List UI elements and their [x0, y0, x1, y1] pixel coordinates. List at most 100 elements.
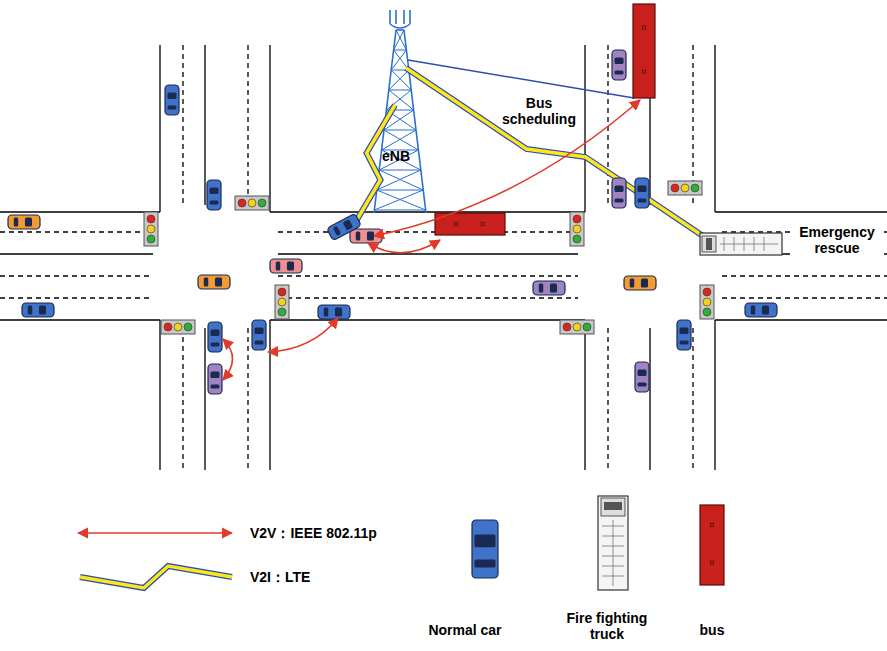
drawing-stroke: [377, 190, 423, 191]
drawing-stroke: [276, 262, 280, 271]
road-line: [270, 319, 585, 320]
legend-v2v-sample: [78, 532, 232, 534]
road-line: [269, 45, 270, 212]
road-line: [649, 328, 650, 470]
drawing-stroke: [395, 10, 397, 24]
drawing-stroke: [638, 370, 647, 377]
car-icon: [252, 320, 266, 350]
drawing-stroke: [208, 322, 222, 352]
road-line: [278, 231, 578, 232]
drawing-stroke: [204, 278, 208, 287]
drawing-stroke: [168, 105, 177, 109]
drawing-stroke: [211, 342, 220, 346]
drawing-stroke: [258, 199, 266, 207]
drawing-stroke: [539, 284, 543, 293]
drawing-stroke: [711, 561, 714, 564]
drawing-stroke: [390, 24, 410, 28]
drawing-stroke: [703, 288, 711, 296]
car-icon: [165, 85, 179, 115]
drawing-stroke: [327, 213, 362, 240]
drawing-stroke: [641, 279, 648, 288]
drawing-stroke: [252, 320, 266, 350]
drawing-stroke: [638, 198, 647, 202]
road-line: [584, 320, 585, 470]
drawing-stroke: [367, 232, 374, 241]
drawing-stroke: [601, 498, 625, 516]
car-icon: [207, 180, 221, 210]
drawing-stroke: [28, 306, 32, 315]
drawing-stroke: [389, 70, 409, 90]
road-line: [0, 231, 153, 232]
drawing-stroke: [287, 262, 294, 271]
drawing-stroke: [613, 520, 614, 586]
road-line: [182, 328, 183, 470]
drawing-stroke: [25, 218, 32, 227]
drawing-stroke: [161, 320, 195, 334]
car-icon: [635, 362, 649, 392]
road-line: [247, 328, 248, 470]
traffic-light: [161, 320, 195, 334]
drawing-stroke: [615, 198, 624, 202]
road-line: [278, 275, 578, 276]
annotation-label: Bus scheduling: [498, 95, 580, 127]
drawing-stroke: [396, 29, 404, 31]
drawing-stroke: [638, 382, 647, 386]
car-icon: [533, 281, 565, 295]
drawing-stroke: [720, 244, 778, 245]
drawing-stroke: [374, 210, 425, 211]
lte-link: [352, 105, 395, 228]
drawing-stroke: [394, 30, 404, 50]
road-line: [278, 297, 578, 298]
road-line: [159, 45, 160, 212]
drawing-stroke: [643, 70, 646, 73]
drawing-stroke: [384, 130, 418, 150]
drawing-stroke: [389, 10, 391, 24]
drawing-stroke: [630, 279, 634, 288]
road-lines: [0, 45, 887, 470]
drawing-stroke: [583, 323, 591, 331]
traffic-light: [275, 285, 289, 319]
drawing-stroke: [238, 199, 246, 207]
drawing-stroke: [409, 10, 411, 24]
car-icon: [208, 322, 222, 352]
bus-icon: [633, 4, 655, 98]
drawing-stroke: [638, 186, 647, 193]
traffic-light: [560, 320, 594, 334]
drawing-stroke: [633, 4, 655, 98]
drawing-stroke: [168, 93, 177, 100]
road-line: [247, 45, 248, 205]
road-line: [722, 297, 887, 298]
car-icon: [270, 259, 302, 273]
traffic-light: [668, 181, 702, 195]
drawing-stroke: [377, 190, 426, 210]
drawing-stroke: [343, 219, 353, 230]
drawing-stroke: [703, 308, 711, 316]
drawing-stroke: [278, 288, 286, 296]
drawing-stroke: [615, 58, 624, 65]
lte-link: [352, 105, 395, 228]
road-line: [0, 211, 160, 212]
drawing-stroke: [184, 323, 192, 331]
drawing-stroke: [703, 298, 711, 306]
annotation-label: eNB: [382, 148, 410, 164]
drawing-stroke: [745, 303, 777, 317]
v2v-arrows: [78, 100, 640, 533]
drawing-stroke: [211, 372, 220, 379]
v2v-arrow: [268, 318, 338, 352]
drawing-stroke: [635, 362, 649, 392]
drawing-stroke: [624, 276, 656, 290]
drawing-stroke: [598, 496, 628, 590]
v2i-links: [80, 60, 706, 588]
car-icon: [8, 215, 40, 229]
car-icon: [635, 178, 649, 208]
drawing-stroke: [680, 340, 689, 344]
drawing-stroke: [278, 308, 286, 316]
car-icon: [624, 276, 656, 290]
car-icon: [677, 320, 691, 350]
drawing-stroke: [472, 520, 498, 578]
drawing-stroke: [211, 330, 220, 337]
drawing-stroke: [612, 178, 626, 208]
drawing-stroke: [210, 188, 219, 195]
road-line: [0, 297, 153, 298]
drawing-stroke: [147, 225, 155, 233]
